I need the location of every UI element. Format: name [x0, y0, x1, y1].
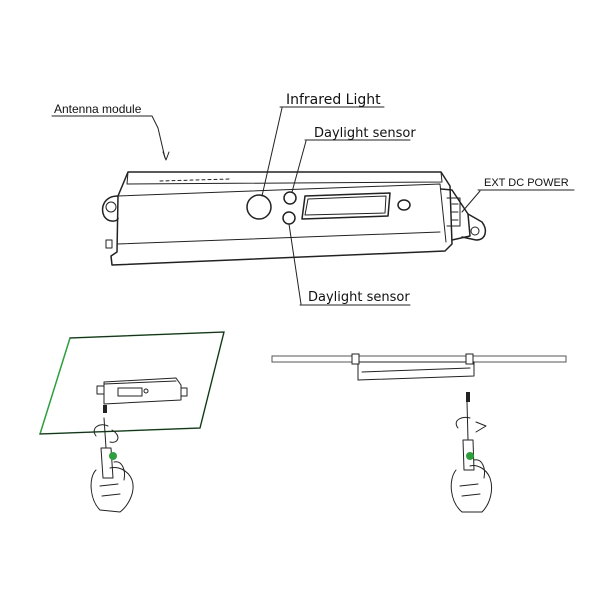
wall-device — [103, 377, 182, 405]
wall-device-ear-right — [180, 387, 188, 397]
wall-hand-marker — [109, 452, 117, 460]
ceiling-screw — [466, 392, 470, 402]
device-button — [397, 199, 411, 211]
wall-rotation-arrow — [93, 424, 109, 437]
ceiling-screwdriver-handle — [462, 439, 475, 471]
ceiling-hand-marker — [466, 452, 474, 460]
device-front-edge — [117, 183, 447, 243]
ceiling-clip-left — [351, 353, 360, 365]
leader-daylight-sensor-top — [291, 140, 307, 193]
wall-hand-fingers — [99, 483, 121, 497]
left-tab — [105, 239, 113, 249]
wall-panel-edge — [39, 331, 225, 435]
wall-screwdriver-shaft — [103, 417, 107, 449]
ceiling-panel — [271, 355, 567, 363]
left-ear-hole — [105, 201, 117, 213]
device-bottom-edge — [116, 231, 441, 245]
wall-device-dot — [143, 388, 149, 394]
right-mounting-ear — [461, 213, 487, 241]
display-window — [301, 192, 391, 220]
ceiling-clip-right — [465, 353, 474, 365]
infrared-light-lens — [246, 194, 272, 220]
label-ext-dc-power: EXT DC POWER — [484, 177, 569, 189]
terminal-pins — [451, 203, 459, 221]
daylight-sensor-upper — [283, 191, 297, 205]
terminal-slot — [446, 197, 461, 227]
wall-device-window — [117, 387, 143, 397]
wall-install-illustration — [38, 331, 225, 513]
wall-device-ear-left — [96, 385, 105, 395]
leader-daylight-sensor-bottom — [288, 223, 302, 305]
leader-infrared-light — [261, 107, 283, 197]
label-daylight-sensor-bottom: Daylight sensor — [308, 290, 410, 305]
wall-hand-thumb — [113, 461, 125, 481]
leader-ext-dc-power — [461, 190, 481, 213]
device-body — [110, 171, 453, 266]
label-daylight-sensor-top: Daylight sensor — [314, 126, 416, 141]
left-mounting-ear — [101, 195, 119, 222]
leader-antenna-arrow — [162, 151, 170, 161]
ceiling-hand-thumb — [473, 459, 485, 479]
ceiling-install-illustration — [271, 353, 567, 513]
label-infrared-light: Infrared Light — [286, 92, 381, 108]
leader-antenna-module — [51, 115, 166, 159]
device-seam — [159, 178, 231, 182]
wall-rotation-arrow-tail — [109, 429, 119, 443]
label-antenna-module: Antenna module — [54, 102, 142, 116]
sensor-device — [101, 171, 487, 266]
ceiling-screwdriver-shaft — [466, 401, 469, 441]
ceiling-rotation-arrowhead — [475, 421, 487, 433]
ceiling-device-line — [361, 367, 471, 373]
ceiling-rotation-arrow — [455, 417, 471, 429]
wall-hand — [90, 467, 134, 513]
daylight-sensor-lower — [282, 211, 296, 225]
callouts: Antenna module Infrared Light Daylight s… — [51, 92, 575, 306]
display-window-inner — [304, 195, 387, 216]
ceiling-hand-fingers — [459, 483, 481, 497]
ceiling-device — [357, 361, 475, 381]
device-top-ridge — [126, 171, 443, 185]
ceiling-hand — [450, 465, 493, 513]
right-ear-hole — [470, 226, 480, 236]
wall-screwdriver-handle — [100, 447, 114, 479]
wall-device-top — [103, 380, 177, 385]
wall-screw — [103, 405, 107, 413]
